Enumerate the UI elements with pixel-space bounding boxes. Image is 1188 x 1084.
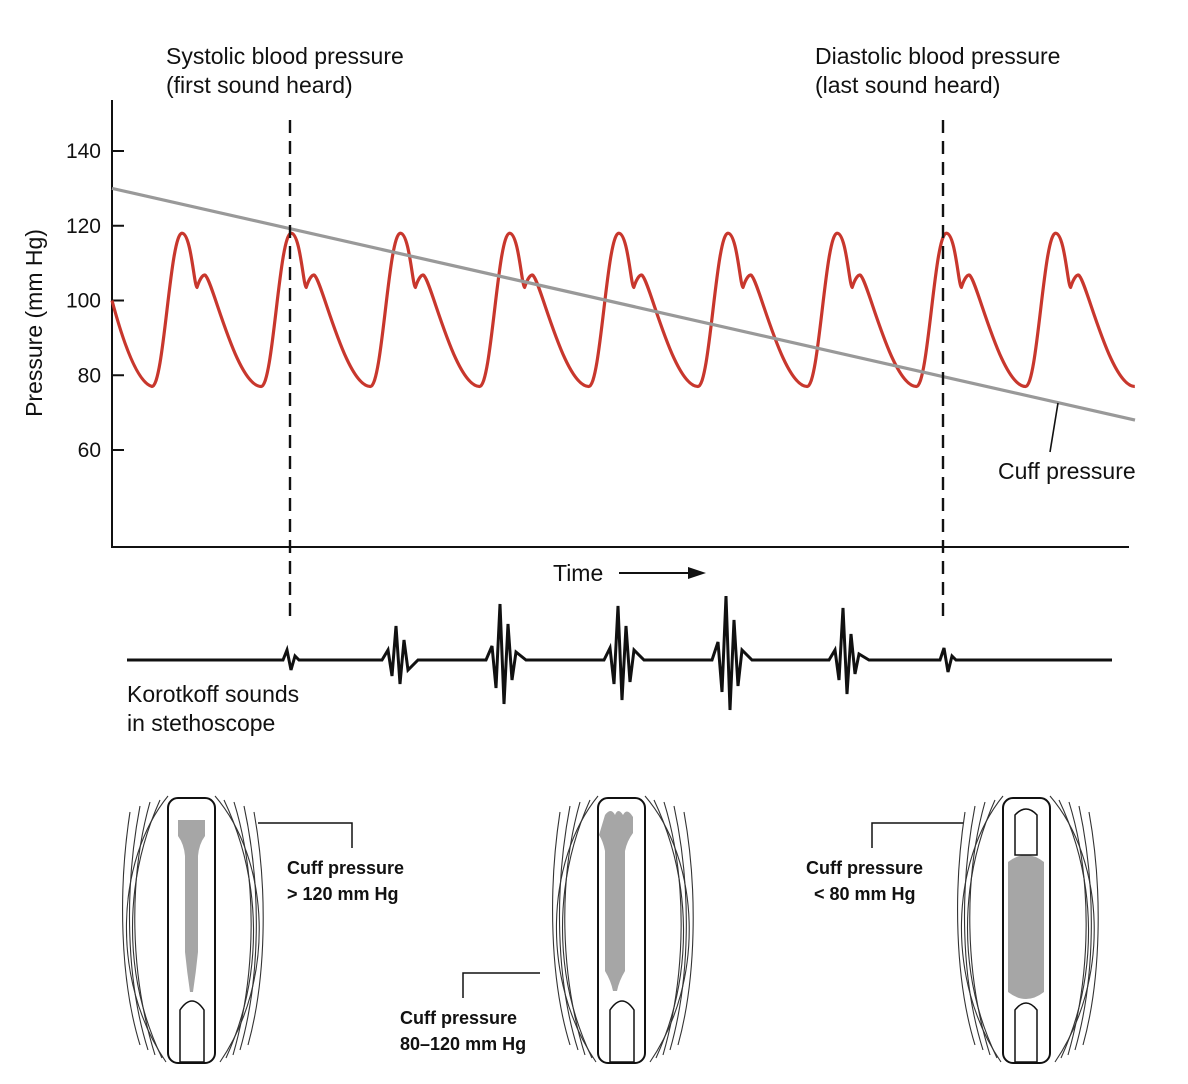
korotkoff-sound-trace xyxy=(127,595,1112,711)
y-tick-label: 140 xyxy=(66,140,101,163)
blood-column xyxy=(178,820,205,992)
muscle-illustration xyxy=(552,795,694,1063)
time-label: Time xyxy=(553,560,603,586)
panel-value: < 80 mm Hg xyxy=(814,884,916,904)
y-ticks: 60 80 100 120 140 xyxy=(66,140,124,462)
diastolic-sublabel: (last sound heard) xyxy=(815,72,1000,98)
panel-leader xyxy=(871,822,963,848)
cuff-pressure-label: Cuff pressure xyxy=(998,458,1136,484)
muscle-illustration xyxy=(122,795,264,1063)
arm-panel-occluded: Cuff pressure > 120 mm Hg xyxy=(122,795,404,1064)
korotkoff-label: Korotkoff sounds xyxy=(127,681,299,707)
panel-label: Cuff pressure xyxy=(287,858,404,878)
blood-column xyxy=(1008,855,1044,999)
korotkoff-sublabel: in stethoscope xyxy=(127,710,275,736)
valve xyxy=(1014,1002,1038,1063)
arm-panel-open: Cuff pressure < 80 mm Hg xyxy=(806,795,1099,1064)
y-axis-label: Pressure (mm Hg) xyxy=(21,229,47,417)
panel-leader xyxy=(462,972,540,998)
arm-panel-turbulent: Cuff pressure 80–120 mm Hg xyxy=(400,795,694,1064)
panel-value: > 120 mm Hg xyxy=(287,884,399,904)
valve xyxy=(609,1000,635,1063)
panel-label: Cuff pressure xyxy=(806,858,923,878)
panel-value: 80–120 mm Hg xyxy=(400,1034,526,1054)
panel-label: Cuff pressure xyxy=(400,1008,517,1028)
time-arrow-head xyxy=(688,567,706,579)
blood-pressure-line xyxy=(110,231,1136,389)
diastolic-label: Diastolic blood pressure xyxy=(815,43,1060,69)
cuff-pressure-leader xyxy=(1049,402,1059,453)
y-tick-label: 80 xyxy=(78,364,101,387)
blood-column xyxy=(599,811,633,991)
y-tick-label: 120 xyxy=(66,215,101,238)
y-tick-label: 100 xyxy=(66,290,101,313)
valve xyxy=(179,1000,205,1063)
systolic-label: Systolic blood pressure xyxy=(166,43,404,69)
y-tick-label: 60 xyxy=(78,439,101,462)
muscle-illustration xyxy=(957,795,1099,1063)
systolic-sublabel: (first sound heard) xyxy=(166,72,353,98)
panel-leader xyxy=(258,822,353,848)
cuff-pressure-line xyxy=(111,186,1136,422)
valve xyxy=(1014,808,1038,856)
